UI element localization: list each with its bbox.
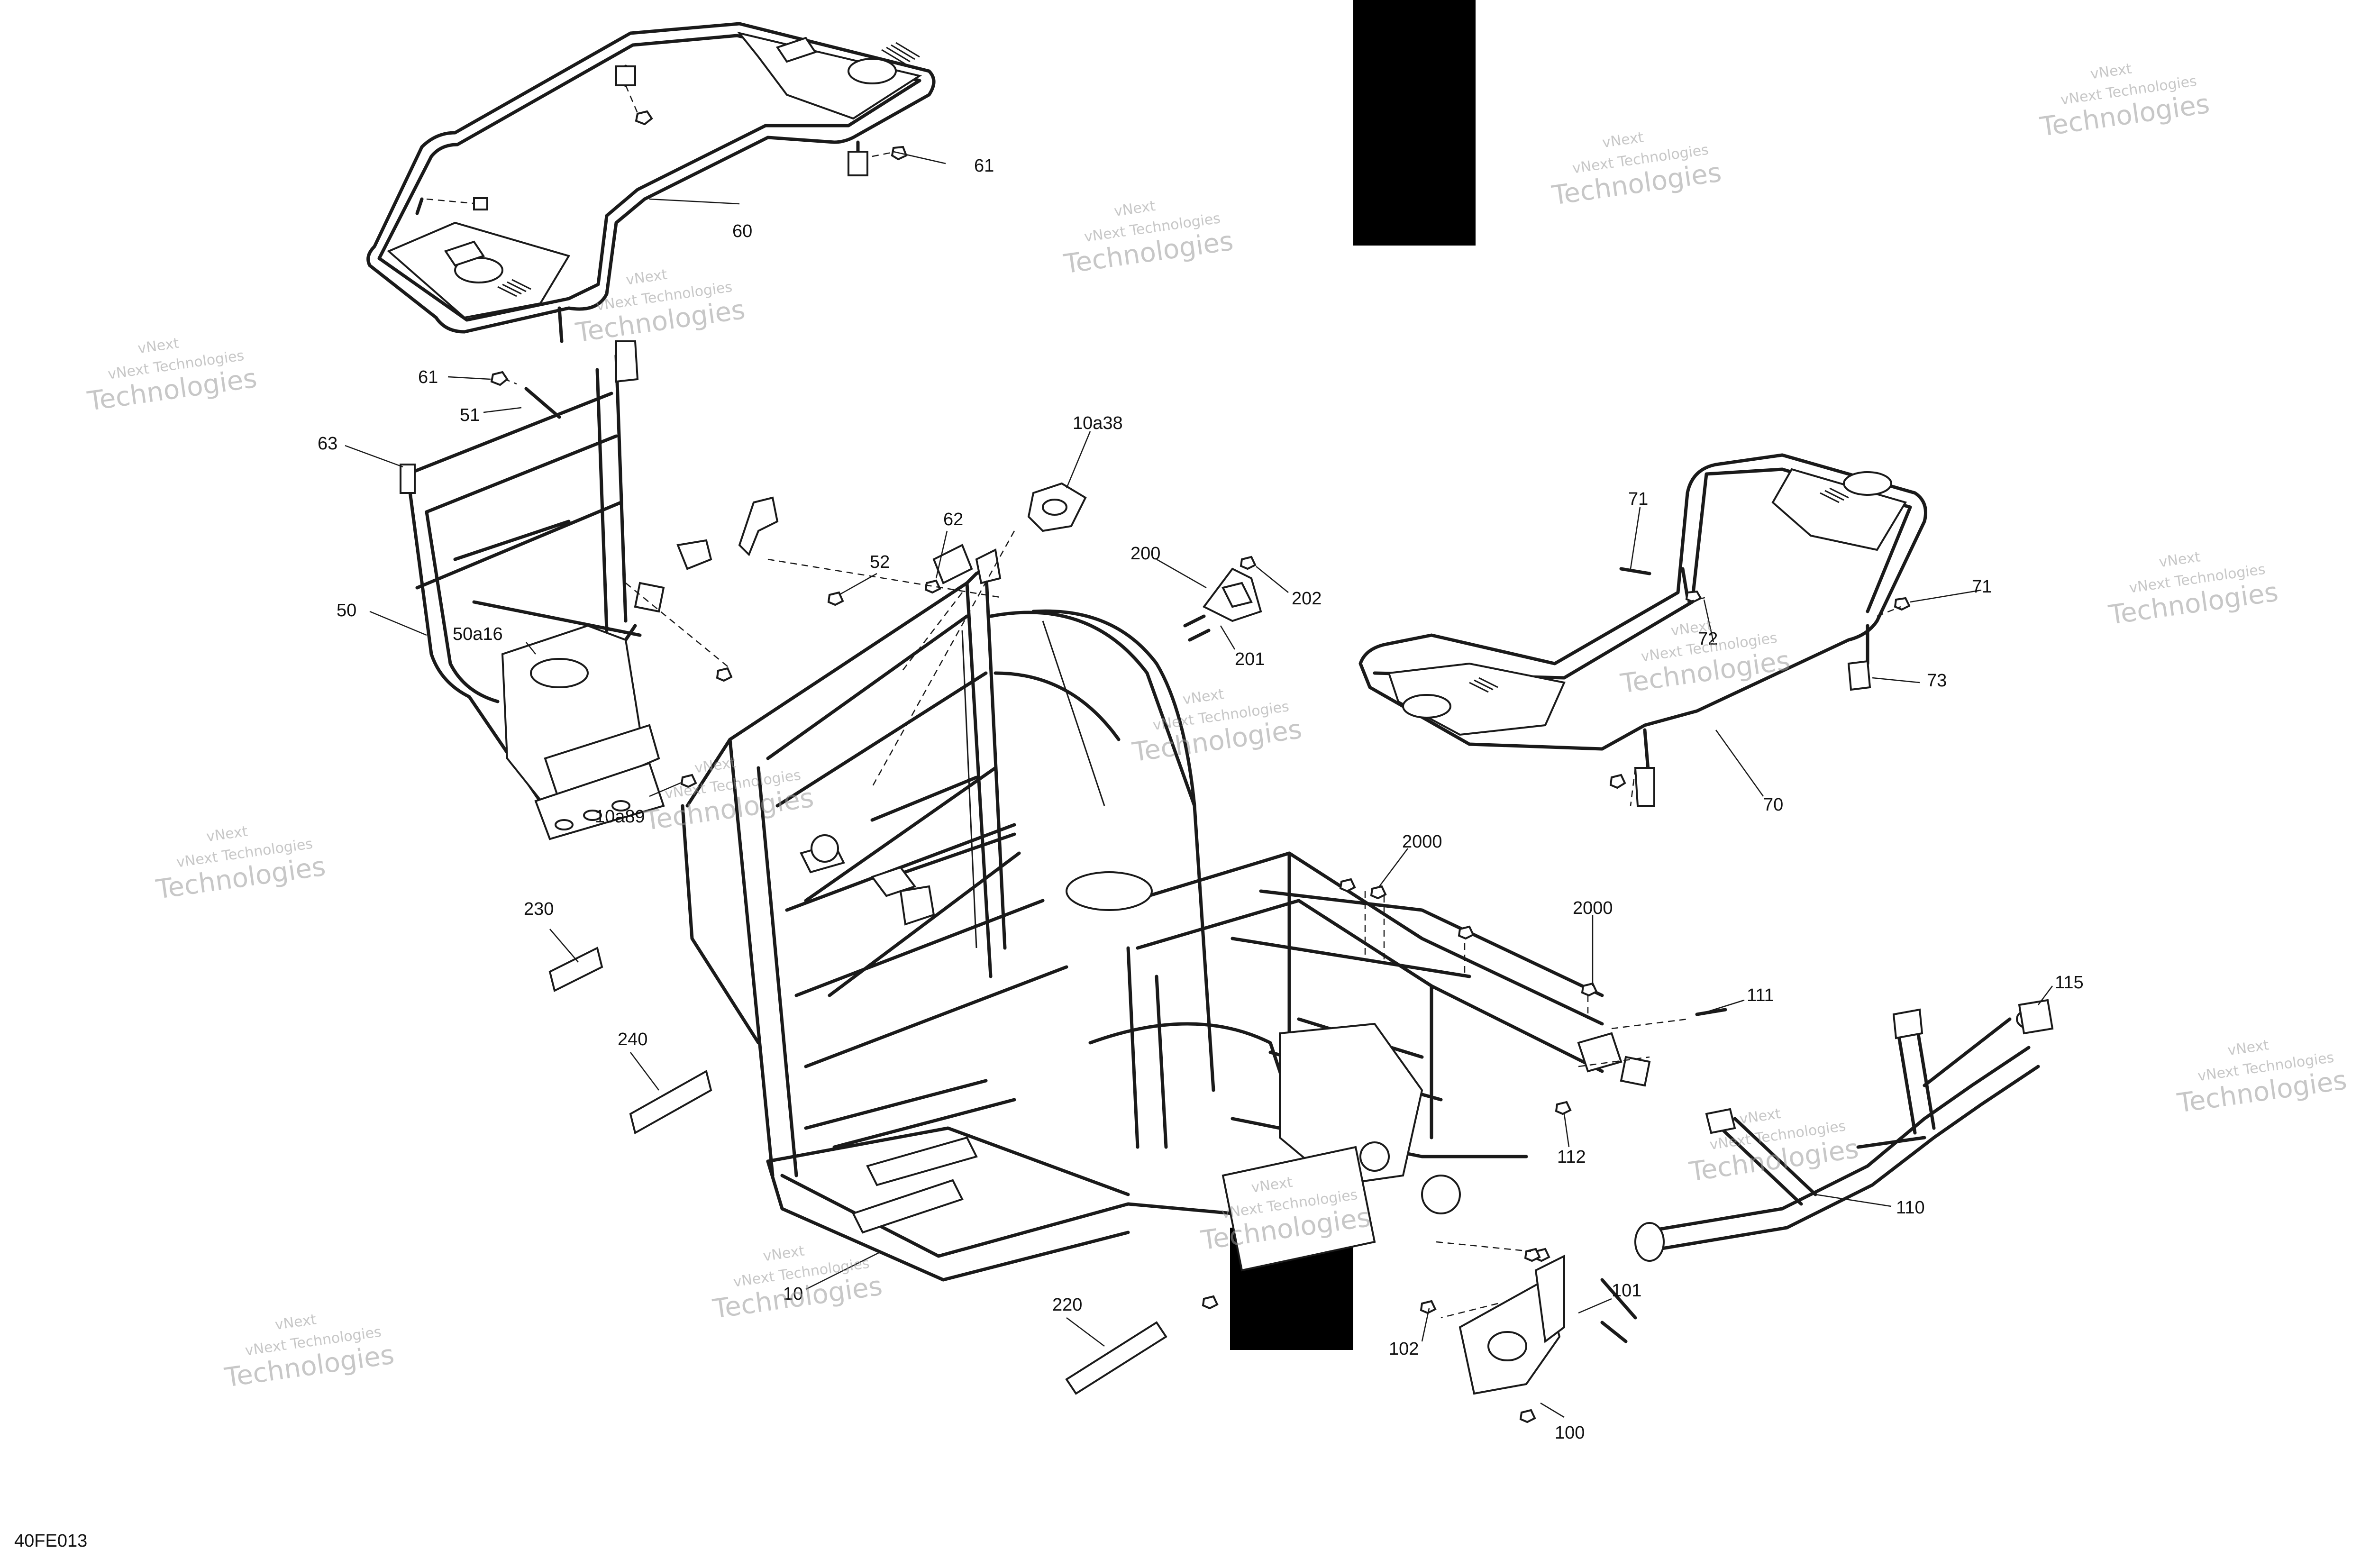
callout-60: 60 — [732, 221, 752, 241]
callout-70: 70 — [1763, 795, 1783, 815]
callout-200: 200 — [1130, 544, 1160, 564]
plate-220 — [1065, 1321, 1167, 1395]
callout-2000-lower: 2000 — [1573, 898, 1613, 918]
callout-10: 10 — [783, 1284, 803, 1304]
svg-text:vNext: vNext — [274, 1311, 318, 1333]
callout-102: 102 — [1389, 1339, 1419, 1359]
callout-10a89: 10a89 — [595, 807, 645, 827]
callout-61-mid: 61 — [418, 367, 438, 387]
callout-100: 100 — [1555, 1423, 1585, 1443]
callout-111: 111 — [1747, 985, 1774, 1005]
callout-115: 115 — [2055, 973, 2084, 993]
svg-text:vNext: vNext — [693, 755, 737, 777]
drawing-code: 40FE013 — [14, 1531, 88, 1551]
callout-51: 51 — [460, 405, 480, 425]
svg-text:vNext: vNext — [2158, 548, 2202, 571]
plate-240 — [629, 1069, 712, 1135]
rear-subframe-50 — [400, 340, 779, 840]
rear-hardware — [426, 85, 908, 419]
callout-112: 112 — [1557, 1147, 1586, 1167]
callout-73: 73 — [1927, 671, 1947, 691]
callout-101: 101 — [1612, 1281, 1641, 1301]
svg-text:vNext: vNext — [2089, 61, 2133, 83]
leader-lines — [345, 151, 2053, 1418]
svg-text:vNext: vNext — [2226, 1037, 2270, 1059]
callout-50a16: 50a16 — [453, 624, 503, 644]
callout-202: 202 — [1292, 589, 1322, 609]
redaction-block-top — [1353, 0, 1476, 246]
fasteners — [625, 530, 1901, 1343]
plate-230 — [548, 947, 603, 992]
callout-61-top: 61 — [974, 156, 994, 176]
callout-220: 220 — [1052, 1295, 1082, 1315]
callout-62: 62 — [943, 510, 963, 529]
svg-text:vNext: vNext — [1601, 129, 1645, 151]
svg-text:vNext: vNext — [762, 1242, 806, 1265]
callout-72: 72 — [1698, 629, 1718, 649]
svg-text:vNext: vNext — [205, 823, 249, 845]
bracket-200 — [1183, 556, 1262, 642]
front-rack-70 — [1358, 453, 1927, 807]
callout-10a38: 10a38 — [1073, 413, 1123, 433]
callout-52: 52 — [870, 552, 890, 572]
callout-71-left: 71 — [1628, 489, 1648, 509]
gusset-10a38 — [1027, 482, 1087, 532]
svg-text:vNext: vNext — [1738, 1105, 1782, 1128]
callout-230: 230 — [524, 899, 554, 919]
callout-201: 201 — [1235, 649, 1265, 669]
main-frame-10 — [681, 544, 1651, 1282]
callout-71-right: 71 — [1972, 577, 1992, 597]
svg-text:vNext: vNext — [625, 266, 668, 289]
front-bracket-100 — [1458, 1248, 1637, 1423]
callout-2000-upper: 2000 — [1402, 832, 1442, 852]
svg-text:vNext: vNext — [1182, 686, 1225, 708]
svg-text:vNext: vNext — [137, 335, 180, 357]
rear-rack-60 — [366, 22, 936, 343]
callout-labels: 60 61 61 51 63 50 50a16 10a89 10a38 62 5… — [318, 156, 2084, 1443]
callout-110: 110 — [1896, 1198, 1925, 1218]
callout-63: 63 — [318, 434, 337, 454]
front-bumper-110 — [1634, 999, 2054, 1262]
svg-text:vNext: vNext — [1113, 198, 1157, 220]
callout-50: 50 — [337, 601, 356, 620]
callout-240: 240 — [618, 1030, 647, 1049]
